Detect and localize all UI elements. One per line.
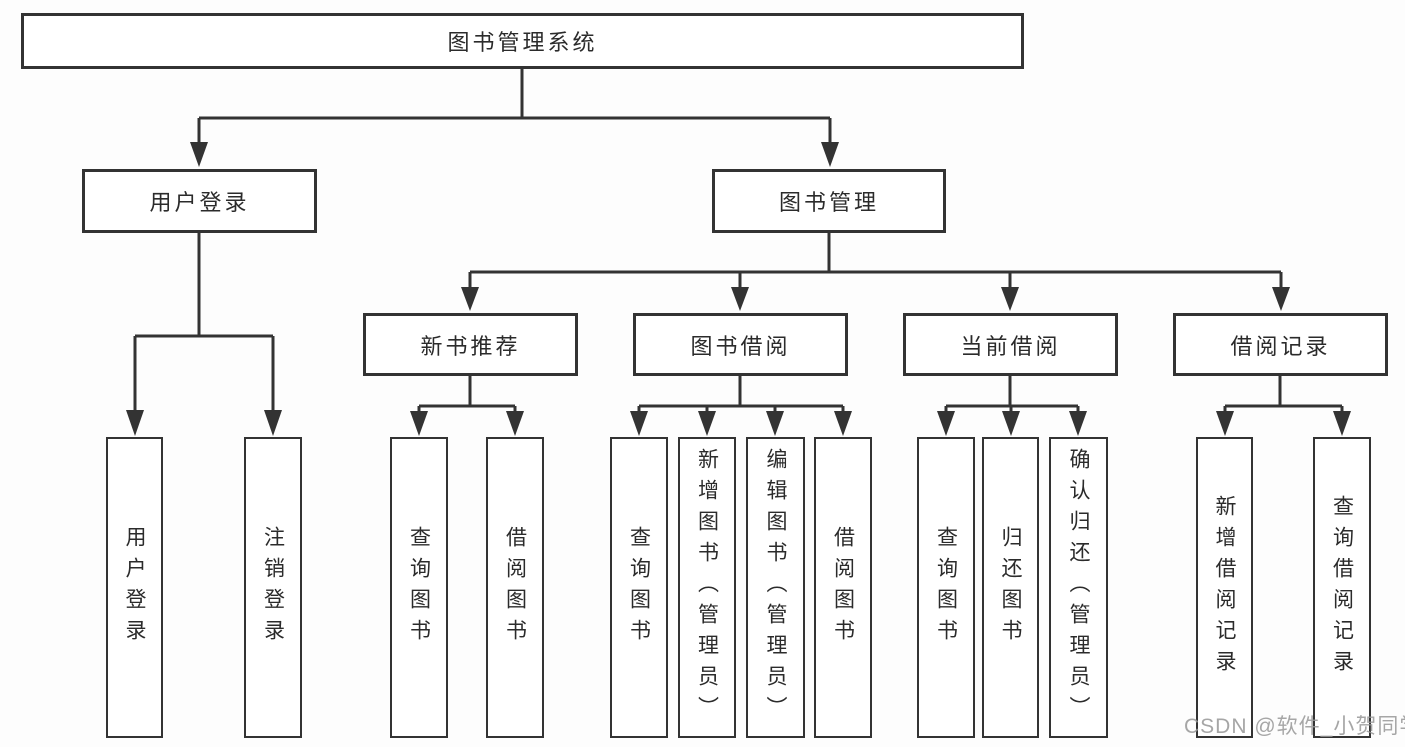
leaf-query-books-1-label: 查询图书	[407, 525, 431, 650]
node-book-borrowing: 图书借阅	[633, 313, 848, 376]
leaf-borrow-books-2-label: 借阅图书	[831, 525, 855, 650]
leaf-user-login: 用户登录	[106, 437, 163, 738]
connector-user-login-to-leaves	[133, 233, 275, 412]
leaf-query-borrow-record: 查询借阅记录	[1313, 437, 1371, 738]
node-new-book-recommend: 新书推荐	[363, 313, 578, 376]
leaf-add-books-admin: 新增图书（管理员）	[678, 437, 736, 738]
leaf-add-borrow-record-label: 新增借阅记录	[1213, 494, 1236, 681]
leaf-query-books-1: 查询图书	[390, 437, 448, 738]
node-root-label: 图书管理系统	[447, 30, 598, 55]
node-current-borrowing-label: 当前借阅	[960, 333, 1061, 359]
connector-book-mgmt-to-level3	[468, 233, 1283, 289]
leaf-add-borrow-record: 新增借阅记录	[1196, 437, 1253, 738]
leaf-query-borrow-record-label: 查询借阅记录	[1330, 494, 1354, 681]
connector-book-borrow-to-leaves	[637, 376, 845, 413]
leaf-query-books-2-label: 查询图书	[627, 525, 651, 650]
leaf-return-books: 归还图书	[982, 437, 1039, 738]
leaf-logout: 注销登录	[244, 437, 302, 738]
connector-new-books-to-leaves	[417, 376, 517, 413]
leaf-edit-books-admin-label: 编辑图书（管理员）	[764, 448, 787, 727]
leaf-query-books-3: 查询图书	[917, 437, 975, 738]
node-book-management-label: 图书管理	[778, 190, 879, 215]
connector-root-to-level2	[197, 68, 832, 144]
node-borrowing-records-label: 借阅记录	[1230, 333, 1331, 359]
leaf-query-books-2: 查询图书	[610, 437, 668, 738]
leaf-return-books-label: 归还图书	[999, 525, 1022, 650]
leaf-edit-books-admin: 编辑图书（管理员）	[746, 437, 805, 738]
node-current-borrowing: 当前借阅	[903, 313, 1118, 376]
leaf-confirm-return-admin: 确认归还（管理员）	[1049, 437, 1108, 738]
arrowheads	[126, 142, 1351, 436]
node-user-login-label: 用户登录	[149, 190, 250, 215]
node-user-login: 用户登录	[82, 169, 317, 233]
leaf-borrow-books-2: 借阅图书	[814, 437, 872, 738]
node-book-management: 图书管理	[712, 169, 946, 233]
node-root: 图书管理系统	[21, 13, 1024, 69]
leaf-borrow-books-1-label: 借阅图书	[503, 525, 527, 650]
connector-borrow-records-to-leaves	[1223, 376, 1344, 413]
leaf-query-books-3-label: 查询图书	[934, 525, 958, 650]
csdn-watermark: CSDN @软件_小贺同学	[1184, 715, 1405, 738]
leaf-logout-label: 注销登录	[261, 525, 285, 650]
leaf-user-login-label: 用户登录	[123, 525, 146, 650]
node-borrowing-records: 借阅记录	[1173, 313, 1388, 376]
leaf-borrow-books-1: 借阅图书	[486, 437, 544, 738]
node-new-book-recommend-label: 新书推荐	[420, 333, 521, 359]
leaf-add-books-admin-label: 新增图书（管理员）	[695, 448, 719, 727]
node-book-borrowing-label: 图书借阅	[690, 333, 791, 359]
leaf-confirm-return-admin-label: 确认归还（管理员）	[1067, 448, 1090, 727]
connector-current-borrow-to-leaves	[944, 376, 1080, 413]
